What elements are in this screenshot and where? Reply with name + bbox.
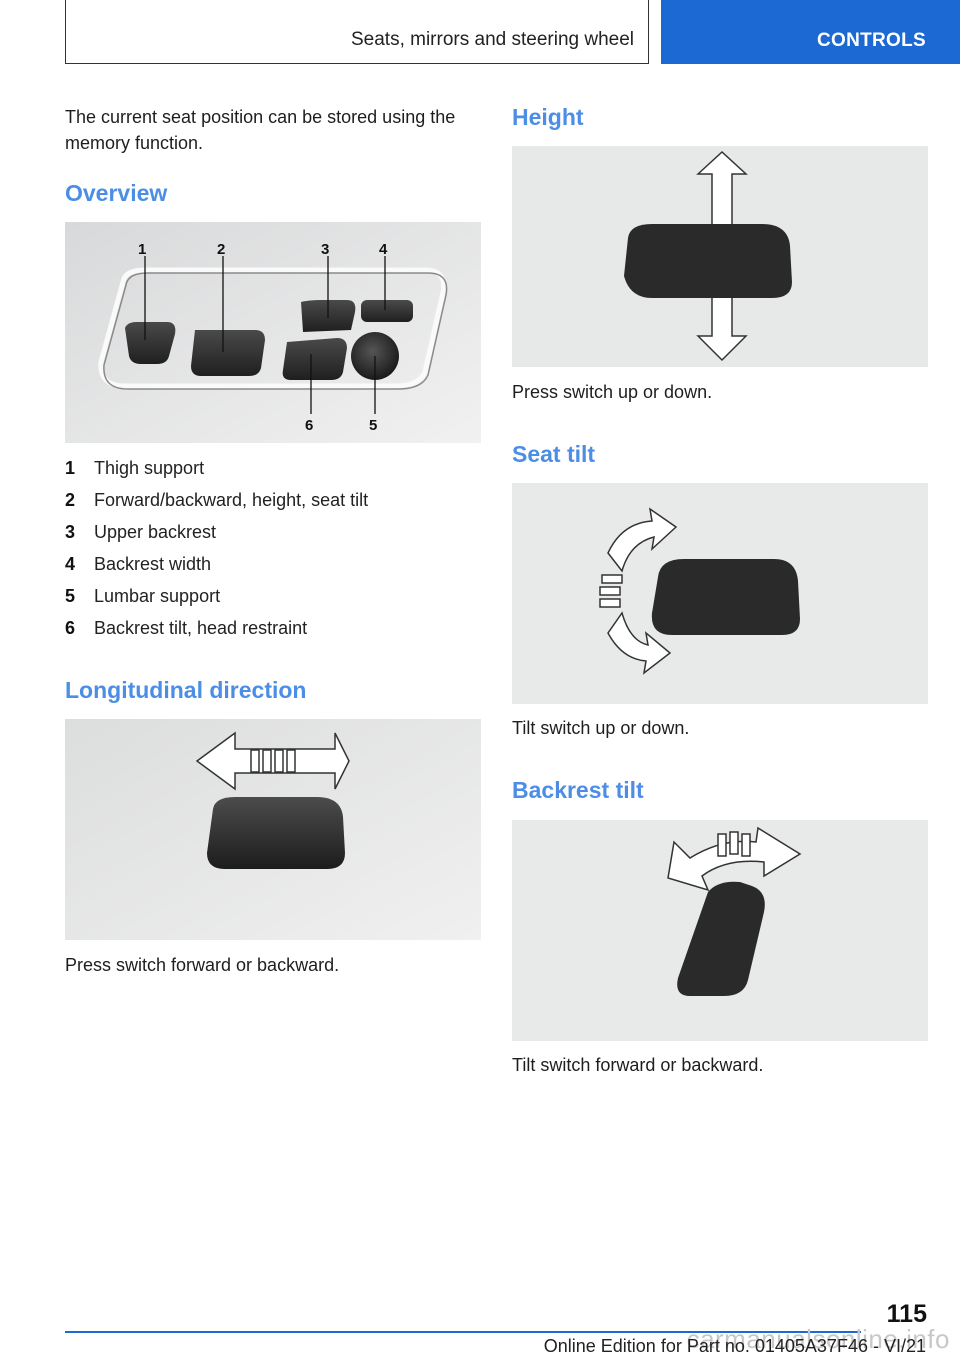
- callout-4: 4: [379, 241, 388, 258]
- height-switch-image: [512, 146, 928, 367]
- intro-paragraph: The current seat position can be stored …: [65, 107, 456, 153]
- legend-text: Upper backrest: [94, 521, 217, 542]
- legend-item: 5 Lumbar support: [65, 580, 481, 612]
- header-chapter-tab: CONTROLS: [661, 0, 960, 64]
- callout-2: 2: [217, 241, 225, 258]
- overview-legend: 1 Thigh support 2 Forward/backward, heig…: [65, 452, 481, 644]
- legend-text: Forward/backward, height, seat tilt: [94, 489, 369, 510]
- legend-item: 6 Backrest tilt, head restraint: [65, 612, 481, 644]
- legend-text: Backrest tilt, head restraint: [94, 617, 308, 638]
- header-section-tab: Seats, mirrors and steering wheel: [65, 0, 649, 64]
- legend-item: 1 Thigh support: [65, 452, 481, 484]
- seat-tilt-caption: Tilt switch up or down.: [512, 718, 690, 738]
- legend-number: 6: [65, 617, 76, 638]
- legend-number: 2: [65, 489, 76, 510]
- backrest-tilt-switch-image: [512, 820, 928, 1041]
- legend-number: 5: [65, 585, 76, 606]
- overview-heading: Overview: [65, 180, 168, 206]
- height-figure: [512, 146, 928, 367]
- callout-1: 1: [138, 241, 146, 258]
- watermark: carmanualsonline.info: [686, 1324, 950, 1354]
- footer-edition: Online Edition for Part no. 01405A37F46 …: [543, 1336, 926, 1356]
- legend-text: Thigh support: [94, 457, 205, 478]
- callout-3: 3: [321, 241, 329, 258]
- legend-item: 2 Forward/backward, height, seat tilt: [65, 484, 481, 516]
- legend-number: 3: [65, 521, 76, 542]
- overview-figure: 1 2 3 4 6 5: [65, 222, 481, 443]
- legend-number: 1: [65, 457, 76, 478]
- legend-number: 4: [65, 553, 76, 574]
- legend-item: 4 Backrest width: [65, 548, 481, 580]
- section-title: Seats, mirrors and steering wheel: [350, 29, 634, 50]
- seat-tilt-figure: [512, 483, 928, 704]
- callout-6: 6: [305, 417, 313, 434]
- page-number: 115: [886, 1300, 927, 1328]
- longitudinal-caption: Press switch forward or backward.: [65, 955, 340, 975]
- chapter-title: CONTROLS: [816, 30, 926, 51]
- footer-divider: [65, 1331, 861, 1333]
- callout-5: 5: [369, 417, 377, 434]
- legend-item: 3 Upper backrest: [65, 516, 481, 548]
- height-heading: Height: [512, 104, 584, 130]
- longitudinal-figure: [65, 719, 481, 940]
- seat-tilt-heading: Seat tilt: [512, 441, 596, 467]
- height-caption: Press switch up or down.: [512, 382, 713, 402]
- longitudinal-heading: Longitudinal direction: [65, 677, 307, 703]
- longitudinal-switch-image: [65, 719, 481, 940]
- seat-tilt-switch-image: [512, 483, 928, 704]
- legend-text: Backrest width: [94, 553, 212, 574]
- backrest-tilt-caption: Tilt switch forward or backward.: [512, 1055, 764, 1075]
- backrest-tilt-heading: Backrest tilt: [512, 777, 644, 803]
- seat-control-panel-image: 1 2 3 4 6 5: [65, 222, 481, 443]
- legend-text: Lumbar support: [94, 585, 221, 606]
- backrest-tilt-figure: [512, 820, 928, 1041]
